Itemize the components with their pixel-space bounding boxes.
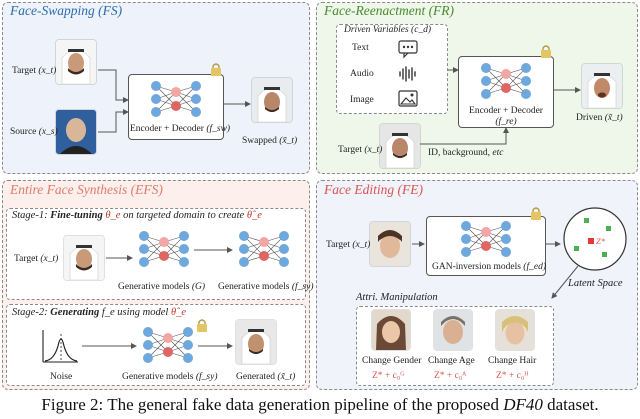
efs-title: Entire Face Synthesis (EFS) [10,182,163,197]
efs-generated-face [236,320,276,364]
lock-icon [541,45,551,58]
lock-icon [211,63,221,76]
fr-driven-title: Driven Variables (c_d) [344,25,432,35]
fr-input-text: Text [352,43,369,53]
fe-latent-point: Z* [596,236,605,246]
fs-out-label: Swapped (x̃_t) [242,136,298,146]
blond-face-icon [496,310,534,350]
efs-gen2-label: Generative models (f_sy) [218,282,314,292]
fr-driven-face [582,64,622,108]
fs-net-label: Encoder + Decoder (f_sw) [130,124,231,134]
efs-target-face [64,236,104,280]
fs-source-face [56,110,96,154]
fs-target-label: Target (x_t) [12,66,57,76]
image-icon [398,90,418,107]
efs-gen2-network-icon [239,231,289,267]
efs-out-label: Generated (x̃_t) [236,372,296,382]
efs-target-label: Target (x_t) [14,254,59,264]
fr-extra-label: ID, background, etc [428,148,504,158]
fr-target-face [380,124,420,168]
fe-edit-hair-label: Change Hair [488,356,537,366]
fr-net-label: Encoder + Decoder(f_re) [469,106,543,127]
fr-target-label: Target (x_t) [338,145,383,155]
efs-gen3-network-icon [143,327,193,363]
fr-network-icon [481,63,531,99]
fe-edit-age-label: Change Age [428,356,475,366]
fe-title: Face Editing (FE) [324,182,423,197]
headscarf-face-icon [236,320,276,364]
fe-edit-gender-face [372,310,410,350]
young-man-face-icon [370,222,410,266]
fe-edit-age-face [434,310,472,350]
efs-gen-label: Generative models (G) [118,282,206,292]
fr-input-image: Image [350,95,374,105]
fe-edit-hair-face [496,310,534,350]
fe-target-face [370,222,410,266]
fs-source-arrow [98,109,129,133]
fs-swapped-face [252,78,292,122]
fe-latent-label: Latent Space [568,278,623,289]
fe-edit-hair-formula: Z* + c₀ᴴ [496,371,529,381]
noise-distribution-icon [42,330,78,363]
efs-gen3-label: Generative models (f_sy) [122,372,218,382]
fr-input-audio: Audio [350,69,374,79]
bald-face-icon [56,110,96,154]
fr-out-label: Driven (x̃_t) [576,113,623,123]
fe-edit-gender-formula: Z* + c₀ᴳ [372,371,405,381]
fe-net-label: GAN-inversion models (f_ed) [432,262,546,272]
fe-manip-title: Attri. Manipulation [356,292,438,303]
headscarf-face-icon [56,40,96,84]
fs-title: Face-Swapping (FS) [10,3,123,18]
audio-wave-icon [399,66,416,82]
headscarf-face-icon [252,78,292,122]
fs-network-icon [151,81,201,117]
efs-noise-label: Noise [50,372,73,382]
fs-source-label: Source (x_s) [10,127,58,137]
efs-stage1-text: Stage-1: Fine-tuning θ_e on targeted dom… [12,210,262,221]
figure-caption: Figure 2: The general fake data generati… [41,395,599,414]
lock-icon [531,207,541,220]
latent-space-circle [563,207,627,271]
headscarf-face-icon [582,64,622,108]
headscarf-face-icon [64,236,104,280]
chat-bubble-icon [398,40,418,59]
fs-target-face [56,40,96,84]
older-man-face-icon [434,310,472,350]
fr-target-arrow [420,127,509,145]
fe-edit-gender-label: Change Gender [362,356,422,366]
fe-edit-age-formula: Z* + c₀ᴬ [434,371,467,381]
efs-gen-network-icon [139,231,189,267]
efs-stage1-box [6,208,306,300]
lock-icon [197,319,207,332]
fr-title: Face-Reenactment (FR) [324,3,455,18]
fs-target-arrow [98,69,129,103]
woman-face-icon [372,310,410,350]
fe-target-label: Target (x_t) [326,240,371,250]
fe-network-icon [461,221,511,257]
fr-driven-box [336,24,448,114]
efs-stage2-text: Stage-2: Generating f_e using model θ̂_e [12,307,187,318]
headscarf-face-icon [380,124,420,168]
